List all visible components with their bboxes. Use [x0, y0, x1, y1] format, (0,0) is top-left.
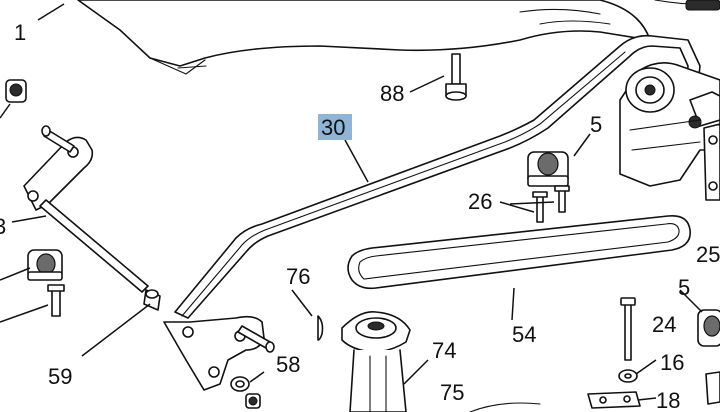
washer-16 [618, 369, 638, 383]
left-top-nut [5, 79, 27, 103]
top-right-hardware [685, 0, 720, 11]
bottom-edge-housing [469, 402, 541, 412]
callout-54[interactable]: 54 [512, 322, 536, 347]
pulley [341, 311, 411, 412]
callout-76[interactable]: 76 [286, 264, 310, 289]
callout-58[interactable]: 58 [276, 352, 300, 377]
callout-5-upper[interactable]: 5 [590, 112, 602, 137]
drive-belt [347, 214, 691, 290]
lower-bushing [697, 309, 720, 347]
left-crank-arm [23, 125, 149, 293]
callout-88[interactable]: 88 [380, 81, 404, 106]
left-bushing [27, 249, 63, 281]
bolt-24 [620, 297, 636, 361]
callout-16[interactable]: 16 [660, 350, 684, 375]
callout-74[interactable]: 74 [432, 338, 456, 363]
callout-59[interactable]: 59 [48, 364, 72, 389]
callout-75[interactable]: 75 [440, 380, 464, 405]
callout-labels: 1 3 30 88 5 26 25 76 54 5 24 59 58 74 75… [0, 20, 720, 412]
callout-3[interactable]: 3 [0, 214, 6, 239]
pivot-plate [143, 289, 275, 391]
bolt-88 [445, 53, 467, 101]
callout-18[interactable]: 18 [656, 388, 680, 412]
left-bolt [47, 284, 65, 317]
callout-30[interactable]: 30 [321, 115, 345, 140]
selected-callout-highlight [318, 114, 352, 140]
callout-25[interactable]: 25 [696, 242, 720, 267]
washer [230, 376, 250, 392]
gearbox [619, 62, 720, 201]
leader-lines [0, 3, 703, 401]
plate-18 [587, 391, 641, 409]
right-edge-hardware [705, 371, 720, 405]
small-nut [245, 393, 261, 409]
mower-deck [77, 0, 720, 75]
callout-1[interactable]: 1 [14, 20, 26, 45]
callout-5-lower[interactable]: 5 [678, 275, 690, 300]
bolts-26 [532, 185, 570, 223]
pin-76 [317, 315, 324, 341]
upper-bushing [527, 151, 569, 187]
callout-24[interactable]: 24 [652, 312, 676, 337]
callout-26[interactable]: 26 [468, 189, 492, 214]
